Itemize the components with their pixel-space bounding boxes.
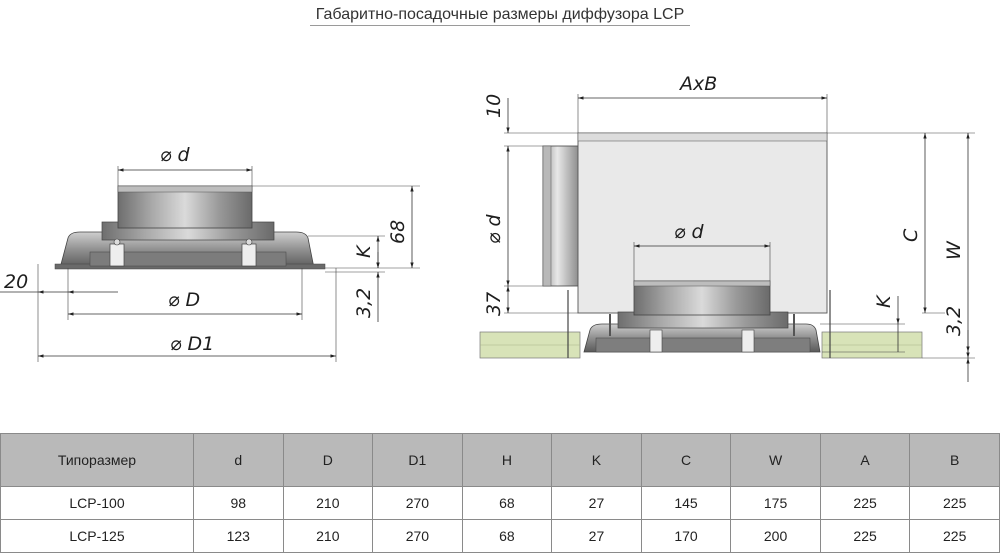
header-d: d	[193, 433, 284, 487]
table-cell: 225	[819, 486, 911, 520]
header-H: H	[461, 433, 553, 487]
right-dim-d-side: ⌀ d	[483, 214, 505, 244]
header-A: A	[819, 433, 911, 487]
right-dim-d-top: ⌀ d	[674, 221, 704, 243]
table-cell: 68	[461, 486, 553, 520]
table-cell: LCP-125	[0, 519, 194, 553]
left-dim-68: 68	[387, 220, 409, 244]
table-cell: 270	[372, 519, 463, 553]
left-dimensions	[0, 166, 420, 362]
table-row: LCP-125 123 210 270 68 27 170 200 225 22…	[0, 519, 1000, 553]
spec-table: Типоразмер d D D1 H K C W A B LCP-100 98…	[0, 433, 1000, 553]
right-dim-K: K	[873, 294, 895, 308]
header-D: D	[282, 433, 374, 487]
header-D1: D1	[372, 433, 463, 487]
title-text: Габаритно-посадочные размеры диффузора L…	[309, 6, 691, 26]
table-cell: 123	[193, 519, 284, 553]
header-K: K	[551, 433, 642, 487]
table-cell: LCP-100	[0, 486, 194, 520]
table-cell: 210	[282, 519, 374, 553]
table-cell: 170	[640, 519, 732, 553]
right-dim-10: 10	[483, 94, 505, 118]
table-cell: 225	[909, 519, 1000, 553]
header-W: W	[730, 433, 821, 487]
right-dim-thickness: 3,2	[943, 306, 965, 336]
left-dim-d: ⌀ d	[160, 144, 190, 166]
clip-left	[109, 238, 125, 267]
table-cell: 27	[551, 486, 642, 520]
drawing-title: Габаритно-посадочные размеры диффузора L…	[0, 6, 1000, 26]
right-dim-C: C	[900, 228, 922, 242]
clip-right	[241, 238, 257, 267]
left-dim-D: ⌀ D	[168, 289, 200, 311]
table-header-row: Типоразмер d D D1 H K C W A B	[0, 433, 1000, 487]
right-dim-37: 37	[483, 292, 505, 316]
table-cell: 210	[282, 486, 374, 520]
left-dim-20: 20	[4, 271, 28, 293]
table-cell: 225	[819, 519, 911, 553]
technical-drawing: ⌀ d 68 K 20 ⌀ D 3,2 ⌀ D1	[0, 73, 975, 382]
left-dim-k: K	[353, 244, 375, 258]
right-dim-AxB: AxB	[678, 73, 717, 95]
table-cell: 270	[372, 486, 463, 520]
header-B: B	[909, 433, 1000, 487]
right-view-plenum	[479, 132, 923, 359]
right-dimensions	[504, 94, 975, 382]
header-C: C	[640, 433, 732, 487]
table-cell: 68	[461, 519, 553, 553]
left-view-diffuser	[54, 185, 326, 270]
table-cell: 200	[730, 519, 821, 553]
table-cell: 175	[730, 486, 821, 520]
right-dim-W: W	[943, 240, 965, 260]
left-dim-D1: ⌀ D1	[170, 333, 214, 355]
table-cell: 145	[640, 486, 732, 520]
left-dim-thickness: 3,2	[353, 288, 375, 318]
table-cell: 225	[909, 486, 1000, 520]
table-row: LCP-100 98 210 270 68 27 145 175 225 225	[0, 486, 1000, 520]
table-cell: 98	[193, 486, 284, 520]
table-cell: 27	[551, 519, 642, 553]
header-type: Типоразмер	[0, 433, 194, 487]
